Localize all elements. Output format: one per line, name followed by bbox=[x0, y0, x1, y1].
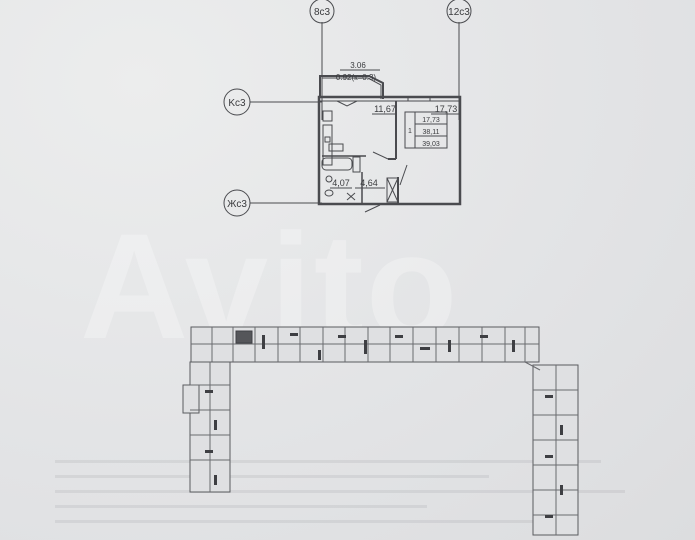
faded-text-background bbox=[55, 460, 675, 535]
highlighted-apartment bbox=[235, 330, 253, 344]
stove-icon bbox=[322, 110, 333, 122]
axis-label-8c3: 8c3 bbox=[314, 7, 331, 18]
building-key-plan bbox=[182, 326, 579, 536]
bathroom-area: 4,07 bbox=[332, 178, 350, 188]
axis-label-zhc3: Жc3 bbox=[227, 199, 247, 210]
living-area-value: 17,73 bbox=[422, 117, 440, 124]
balcony-outline bbox=[319, 75, 384, 99]
counter bbox=[322, 124, 333, 166]
toilet-icon bbox=[324, 189, 334, 197]
sink-icon bbox=[352, 156, 361, 173]
kitchen-area: 11,67 bbox=[374, 104, 396, 114]
total-area-value: 38,11 bbox=[423, 129, 440, 136]
apartment-outline bbox=[317, 95, 462, 206]
living-room-area: 17,73 bbox=[435, 104, 458, 114]
axis-bubble-kc3 bbox=[223, 88, 251, 116]
axis-bubble-12c3 bbox=[446, 0, 472, 24]
area-table bbox=[404, 111, 448, 149]
rooms-count: 1 bbox=[408, 128, 412, 135]
window-kitchen bbox=[336, 100, 358, 107]
washer-icon bbox=[325, 175, 333, 183]
balcony-reduced-area: 0.92(к=0.3) bbox=[336, 73, 377, 82]
bathtub-icon bbox=[321, 157, 353, 171]
wardrobe bbox=[386, 177, 399, 203]
axis-bubble-8c3 bbox=[309, 0, 335, 24]
axis-label-12c3: 12c3 bbox=[448, 7, 470, 18]
axis-label-kc3: Kc3 bbox=[228, 98, 246, 109]
hallway-area: 4,64 bbox=[360, 178, 378, 188]
total-area-with-balcony-value: 39,03 bbox=[422, 141, 440, 148]
balcony-area: 3.06 bbox=[350, 61, 366, 70]
unit-detail-marks bbox=[205, 333, 563, 518]
axis-bubble-zhc3 bbox=[223, 189, 251, 217]
